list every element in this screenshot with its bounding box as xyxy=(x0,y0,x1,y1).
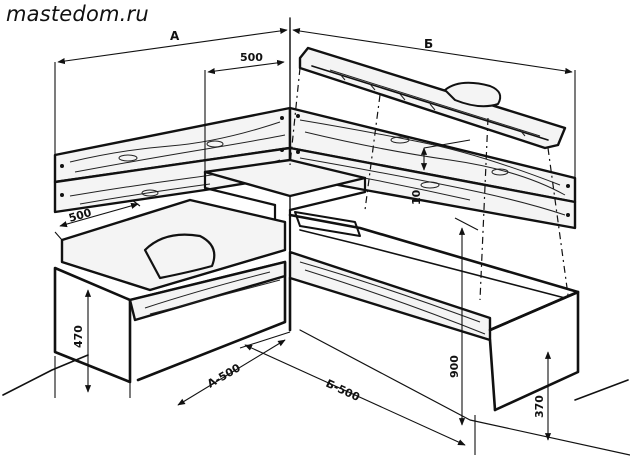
dim-b-line xyxy=(292,27,573,75)
right-backrest-planks xyxy=(288,106,577,230)
guide-lines xyxy=(289,67,569,301)
label-b-minus-500: Б-500 xyxy=(324,377,362,404)
site-watermark: mastedom.ru xyxy=(6,2,149,26)
dim-500-left-line xyxy=(59,202,139,228)
label-10: 10 xyxy=(410,189,423,205)
label-a: А xyxy=(170,29,180,43)
left-backrest-planks xyxy=(53,106,292,214)
dim-500-top-line xyxy=(207,59,285,75)
label-a-minus-500: А-500 xyxy=(205,361,243,390)
label-b: Б xyxy=(424,37,433,51)
dimension-lines xyxy=(57,27,573,446)
label-370: 370 xyxy=(533,395,546,418)
label-470: 470 xyxy=(72,325,85,348)
dim-b-minus-line xyxy=(244,344,466,446)
left-seat-box xyxy=(53,198,287,384)
label-500-left: 500 xyxy=(67,206,93,225)
label-500-top: 500 xyxy=(240,51,263,64)
dim-a-line xyxy=(57,27,288,65)
label-900: 900 xyxy=(448,355,461,378)
